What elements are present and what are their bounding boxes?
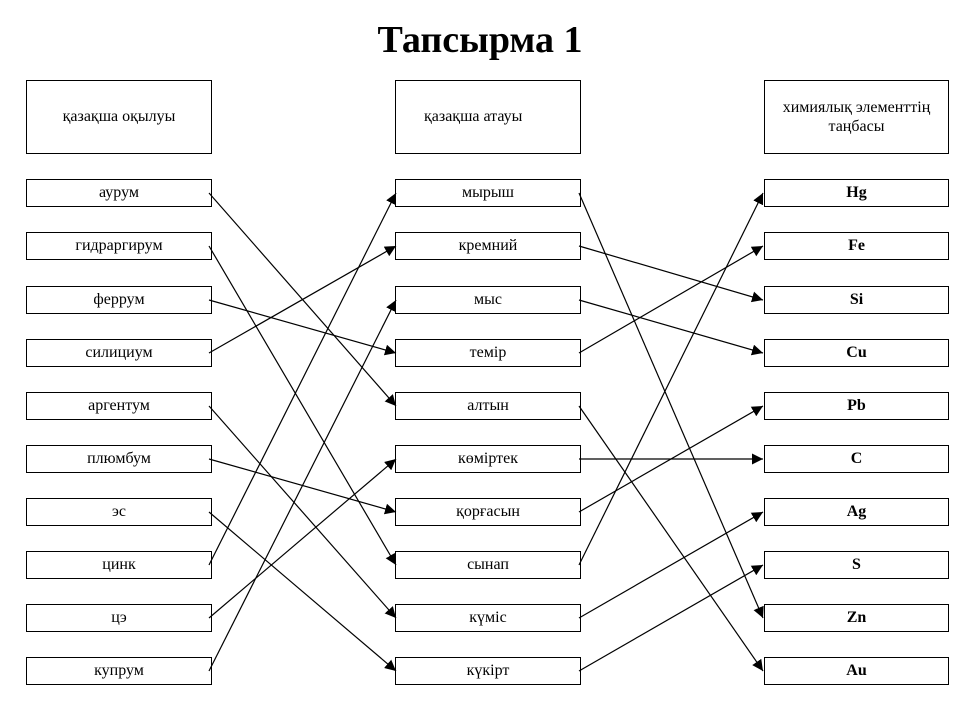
symbol-label-7: Ag (846, 503, 867, 521)
name-box-4[interactable]: темір (395, 339, 581, 367)
symbol-label-10: Au (846, 662, 867, 680)
arrow-4-to-name-2 (208, 245, 397, 354)
symbol-label-4: Cu (846, 344, 867, 362)
arrow-name-5-to-symbol-10 (578, 405, 764, 672)
name-box-8[interactable]: сынап (395, 551, 581, 579)
arrow-7-to-name-10 (208, 511, 397, 672)
arrow-10-to-name-3 (208, 299, 397, 672)
name-label-3: мыс (474, 291, 502, 309)
name-box-9[interactable]: күміс (395, 604, 581, 632)
reading-label-4: силициум (85, 344, 153, 362)
name-label-10: күкірт (466, 662, 510, 680)
symbol-box-1[interactable]: Hg (764, 179, 949, 207)
symbol-box-7[interactable]: Ag (764, 498, 949, 526)
reading-box-1[interactable]: аурум (26, 179, 212, 207)
name-box-5[interactable]: алтын (395, 392, 581, 420)
arrow-2-to-name-8 (208, 245, 397, 566)
name-box-3[interactable]: мыс (395, 286, 581, 314)
name-label-6: көміртек (458, 450, 518, 468)
header-symbol: химиялық элементтің таңбасы (764, 80, 949, 154)
header-latin-reading-label: қазақша оқылуы (62, 108, 176, 126)
symbol-label-2: Fe (848, 237, 865, 255)
arrow-5-to-name-9 (208, 405, 397, 619)
reading-box-2[interactable]: гидраргирум (26, 232, 212, 260)
name-box-7[interactable]: қорғасын (395, 498, 581, 526)
symbol-box-4[interactable]: Cu (764, 339, 949, 367)
reading-box-8[interactable]: цинк (26, 551, 212, 579)
symbol-box-3[interactable]: Si (764, 286, 949, 314)
reading-label-2: гидраргирум (75, 237, 163, 255)
reading-label-3: феррум (93, 291, 145, 309)
symbol-box-8[interactable]: S (764, 551, 949, 579)
name-label-2: кремний (458, 237, 518, 255)
arrow-name-1-to-symbol-9 (578, 192, 764, 619)
arrow-name-7-to-symbol-5 (578, 405, 764, 513)
reading-box-5[interactable]: аргентум (26, 392, 212, 420)
symbol-box-9[interactable]: Zn (764, 604, 949, 632)
name-label-5: алтын (467, 397, 509, 415)
reading-box-7[interactable]: эс (26, 498, 212, 526)
symbol-box-5[interactable]: Pb (764, 392, 949, 420)
header-latin-reading: қазақша оқылуы (26, 80, 212, 154)
name-label-9: күміс (469, 609, 507, 627)
reading-box-3[interactable]: феррум (26, 286, 212, 314)
reading-label-5: аргентум (88, 397, 150, 415)
name-label-1: мырыш (462, 184, 514, 202)
reading-label-7: эс (112, 503, 126, 521)
symbol-label-9: Zn (846, 609, 867, 627)
name-box-6[interactable]: көміртек (395, 445, 581, 473)
symbol-label-1: Hg (846, 184, 867, 202)
symbol-box-6[interactable]: C (764, 445, 949, 473)
arrow-name-9-to-symbol-7 (578, 511, 764, 619)
header-kazakh-name-label: қазақша атауы (424, 108, 523, 126)
reading-label-8: цинк (102, 556, 136, 574)
name-label-8: сынап (467, 556, 509, 574)
reading-box-9[interactable]: цэ (26, 604, 212, 632)
arrow-8-to-name-1 (208, 192, 397, 566)
reading-box-10[interactable]: купрум (26, 657, 212, 685)
arrow-name-10-to-symbol-8 (578, 564, 764, 672)
symbol-label-5: Pb (847, 397, 866, 415)
reading-label-6: плюмбум (87, 450, 151, 468)
page-title: Тапсырма 1 (377, 19, 583, 61)
reading-box-6[interactable]: плюмбум (26, 445, 212, 473)
reading-box-4[interactable]: силициум (26, 339, 212, 367)
symbol-label-6: C (850, 450, 863, 468)
name-label-4: темір (469, 344, 507, 362)
arrow-3-to-name-4 (208, 299, 397, 356)
name-box-1[interactable]: мырыш (395, 179, 581, 207)
reading-label-9: цэ (111, 609, 127, 627)
symbol-label-8: S (852, 556, 861, 574)
name-box-2[interactable]: кремний (395, 232, 581, 260)
name-label-7: қорғасын (456, 503, 520, 521)
arrow-9-to-name-6 (208, 458, 397, 619)
header-kazakh-name: қазақша атауы (395, 80, 581, 154)
arrow-name-4-to-symbol-2 (578, 245, 764, 354)
arrow-name-2-to-symbol-3 (578, 245, 764, 303)
reading-label-10: купрум (94, 662, 144, 680)
symbol-box-2[interactable]: Fe (764, 232, 949, 260)
symbol-box-10[interactable]: Au (764, 657, 949, 685)
symbol-label-3: Si (849, 291, 864, 309)
header-symbol-label: химиялық элементтің таңбасы (782, 98, 931, 135)
arrow-name-8-to-symbol-1 (578, 192, 764, 566)
reading-label-1: аурум (99, 184, 139, 202)
arrow-name-3-to-symbol-4 (578, 299, 764, 356)
